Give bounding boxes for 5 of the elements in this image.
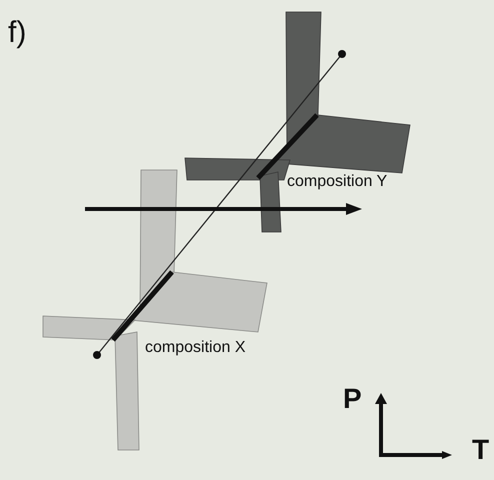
axis-label: P bbox=[343, 385, 362, 413]
axis-label: T bbox=[472, 436, 490, 464]
phase-label: composition X bbox=[145, 340, 246, 356]
panel-label: f) bbox=[8, 18, 26, 48]
phase-label: composition Y bbox=[287, 174, 388, 190]
